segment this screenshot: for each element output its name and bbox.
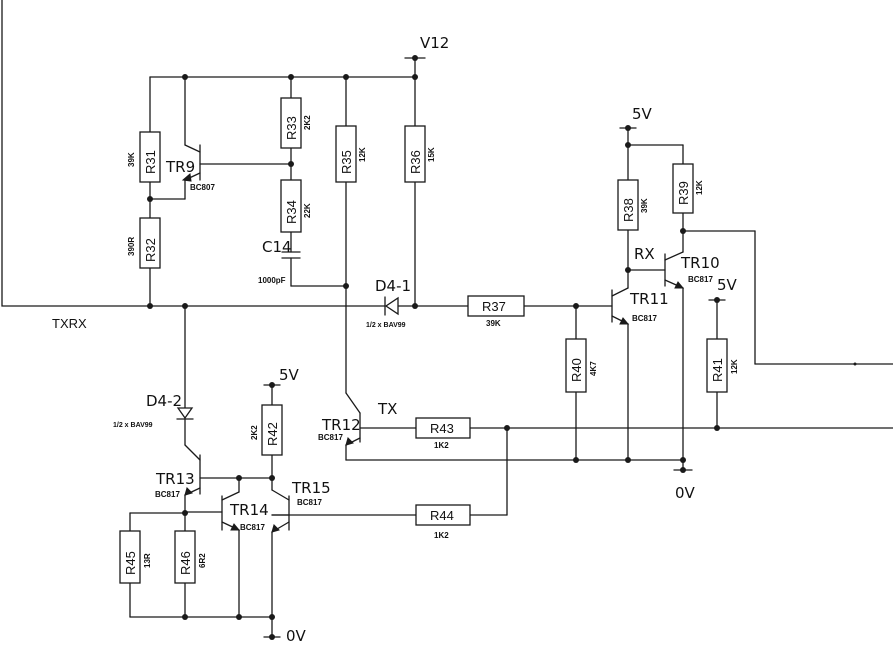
tr13-ref: TR13 bbox=[155, 470, 195, 488]
r31-ref: R31 bbox=[143, 150, 158, 174]
r38-value: 39K bbox=[640, 198, 649, 213]
r38-body bbox=[617, 179, 639, 231]
d4-2-part: 1/2 x BAV99 bbox=[113, 422, 153, 429]
r41-value: 12K bbox=[730, 359, 739, 374]
r43-value: 1K2 bbox=[434, 441, 449, 450]
tr9-part: BC807 bbox=[190, 183, 215, 192]
net-label-0v-bottom: 0V bbox=[286, 627, 307, 645]
net-label-5v-right: 5V bbox=[717, 276, 738, 294]
d4-1-part: 1/2 x BAV99 bbox=[366, 322, 406, 329]
r36-ref: R36 bbox=[408, 150, 423, 174]
tr9-ref: TR9 bbox=[165, 158, 195, 176]
resistor-bodies bbox=[119, 97, 728, 584]
r37-ref: R37 bbox=[482, 299, 506, 314]
tr12-ref: TR12 bbox=[321, 416, 361, 434]
r34-ref: R34 bbox=[284, 200, 299, 224]
r31-value: 39K bbox=[127, 152, 136, 167]
d4-2-ref: D4-2 bbox=[146, 392, 182, 410]
r41-body bbox=[706, 338, 728, 393]
net-label-tx: TX bbox=[377, 400, 397, 418]
r31-body bbox=[139, 131, 161, 183]
r34-body bbox=[280, 179, 302, 233]
net-label-0v-right: 0V bbox=[675, 484, 696, 502]
tr11-ref: TR11 bbox=[629, 290, 669, 308]
r36-body bbox=[404, 125, 426, 183]
tr14-ref: TR14 bbox=[229, 501, 269, 519]
r40-body bbox=[565, 338, 587, 393]
diode-d4-2-symbol bbox=[176, 407, 194, 420]
r44-body bbox=[415, 504, 471, 526]
r33-value: 2K2 bbox=[303, 115, 312, 130]
tr10-ref: TR10 bbox=[680, 254, 720, 272]
wires bbox=[1, 0, 893, 638]
r33-body bbox=[280, 97, 302, 149]
r45-body bbox=[119, 530, 141, 584]
net-label-v12: V12 bbox=[420, 34, 449, 52]
r35-ref: R35 bbox=[339, 150, 354, 174]
tr13-part: BC817 bbox=[155, 490, 180, 499]
r42-body bbox=[261, 404, 283, 456]
r40-ref: R40 bbox=[569, 358, 584, 382]
r37-value: 39K bbox=[486, 319, 501, 328]
r46-body bbox=[174, 530, 196, 584]
r32-ref: R32 bbox=[143, 238, 158, 262]
r39-ref: R39 bbox=[676, 181, 691, 205]
r35-value: 12K bbox=[358, 147, 367, 162]
net-label-rx: RX bbox=[634, 245, 655, 263]
r35-body bbox=[335, 125, 357, 183]
c14-ref: C14 bbox=[262, 238, 292, 256]
r44-ref: R44 bbox=[430, 508, 454, 523]
tr12-part: BC817 bbox=[318, 433, 343, 442]
r34-value: 22K bbox=[303, 203, 312, 218]
r38-ref: R38 bbox=[621, 198, 636, 222]
r39-body bbox=[672, 163, 694, 214]
r46-ref: R46 bbox=[178, 551, 193, 575]
tr15-ref: TR15 bbox=[291, 479, 331, 497]
r45-value: 13R bbox=[143, 553, 152, 568]
tr11-part: BC817 bbox=[632, 314, 657, 323]
r36-value: 15K bbox=[427, 147, 436, 162]
tr10-part: BC817 bbox=[688, 275, 713, 284]
d4-1-ref: D4-1 bbox=[375, 277, 411, 295]
r41-ref: R41 bbox=[710, 358, 725, 382]
r32-value: 390R bbox=[127, 237, 136, 256]
diode-d4-1-symbol bbox=[384, 296, 399, 316]
r42-ref: R42 bbox=[265, 422, 280, 446]
r45-ref: R45 bbox=[123, 551, 138, 575]
junction-nodes bbox=[147, 55, 857, 640]
tr14-part: BC817 bbox=[240, 523, 265, 532]
r33-ref: R33 bbox=[284, 116, 299, 140]
r37-body bbox=[467, 295, 525, 317]
emitter-arrows bbox=[181, 173, 685, 533]
r43-ref: R43 bbox=[430, 421, 454, 436]
net-label-5v-top: 5V bbox=[632, 105, 653, 123]
r32-body bbox=[139, 217, 161, 269]
c14-value: 1000pF bbox=[258, 276, 286, 285]
r42-value: 2K2 bbox=[250, 425, 259, 440]
r44-value: 1K2 bbox=[434, 531, 449, 540]
r39-value: 12K bbox=[695, 180, 704, 195]
r40-value: 4K7 bbox=[589, 361, 598, 376]
tr15-part: BC817 bbox=[297, 498, 322, 507]
r46-value: 6R2 bbox=[198, 553, 207, 568]
r43-body bbox=[415, 417, 471, 439]
net-label-5v-bottom: 5V bbox=[279, 366, 300, 384]
net-label-txrx: TXRX bbox=[52, 316, 87, 331]
